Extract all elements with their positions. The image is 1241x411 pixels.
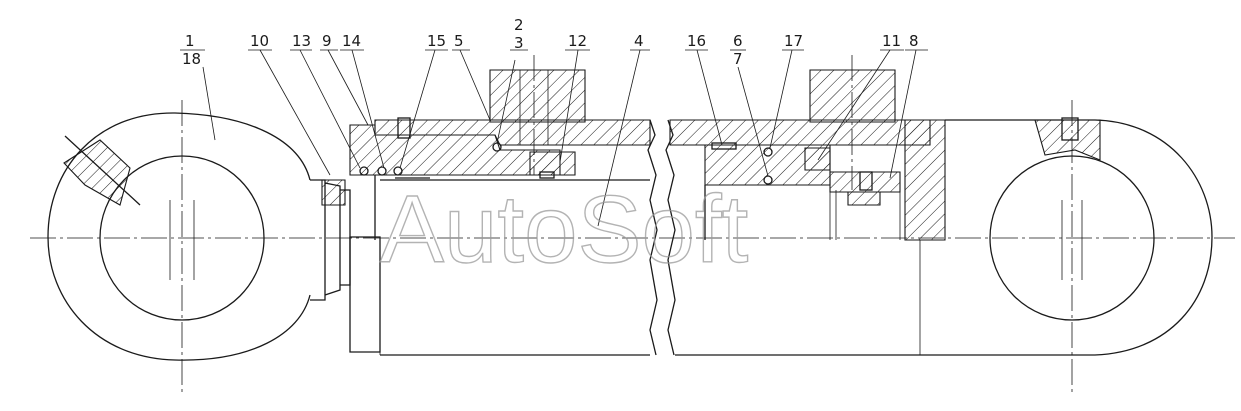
callout-3: 3 <box>514 34 524 52</box>
piston-rod <box>310 179 650 356</box>
callout-10: 10 <box>250 32 269 50</box>
callout-labels: 1 18 10 13 9 14 15 5 2 3 12 4 16 6 7 17 … <box>182 16 919 68</box>
barrel-right <box>669 55 931 356</box>
callout-2: 2 <box>514 16 524 34</box>
callout-17: 17 <box>784 32 803 50</box>
callout-8: 8 <box>909 32 919 50</box>
callout-15: 15 <box>427 32 446 50</box>
callout-6: 6 <box>733 32 743 50</box>
leader-lines <box>180 49 928 227</box>
callout-16: 16 <box>687 32 706 50</box>
watermark-text: AutoSoft <box>380 176 748 283</box>
left-rod-eye <box>47 100 311 395</box>
gland-assembly <box>349 55 651 240</box>
callout-7: 7 <box>733 50 743 68</box>
callout-12: 12 <box>568 32 587 50</box>
callout-14: 14 <box>342 32 361 50</box>
callout-4: 4 <box>634 32 644 50</box>
callout-9: 9 <box>322 32 332 50</box>
callout-1: 1 <box>185 32 195 50</box>
callout-13: 13 <box>292 32 311 50</box>
rear-cap-and-eye <box>904 100 1213 395</box>
callout-18: 18 <box>182 50 201 68</box>
callout-11: 11 <box>882 32 901 50</box>
callout-5: 5 <box>454 32 464 50</box>
